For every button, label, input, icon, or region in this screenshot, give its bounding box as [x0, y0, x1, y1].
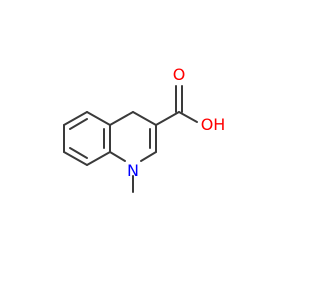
bond: [86, 151, 111, 166]
hydroxyl-label: OH: [201, 115, 226, 134]
bond: [155, 111, 180, 126]
carbonyl-oxygen-label: O: [173, 65, 186, 84]
bond: [63, 151, 88, 166]
hydroxyl-bond: [178, 111, 198, 123]
bond: [132, 111, 157, 126]
aromatic-bond: [69, 118, 88, 130]
bond: [140, 151, 157, 162]
nitrogen-label: N: [127, 161, 139, 180]
bond: [109, 151, 126, 162]
molecule-diagram: O OH N: [63, 65, 226, 193]
aromatic-bond: [69, 147, 88, 159]
bond: [86, 111, 111, 126]
bond: [109, 111, 134, 126]
bond: [63, 111, 88, 126]
structure-canvas: O OH N: [63, 65, 226, 193]
